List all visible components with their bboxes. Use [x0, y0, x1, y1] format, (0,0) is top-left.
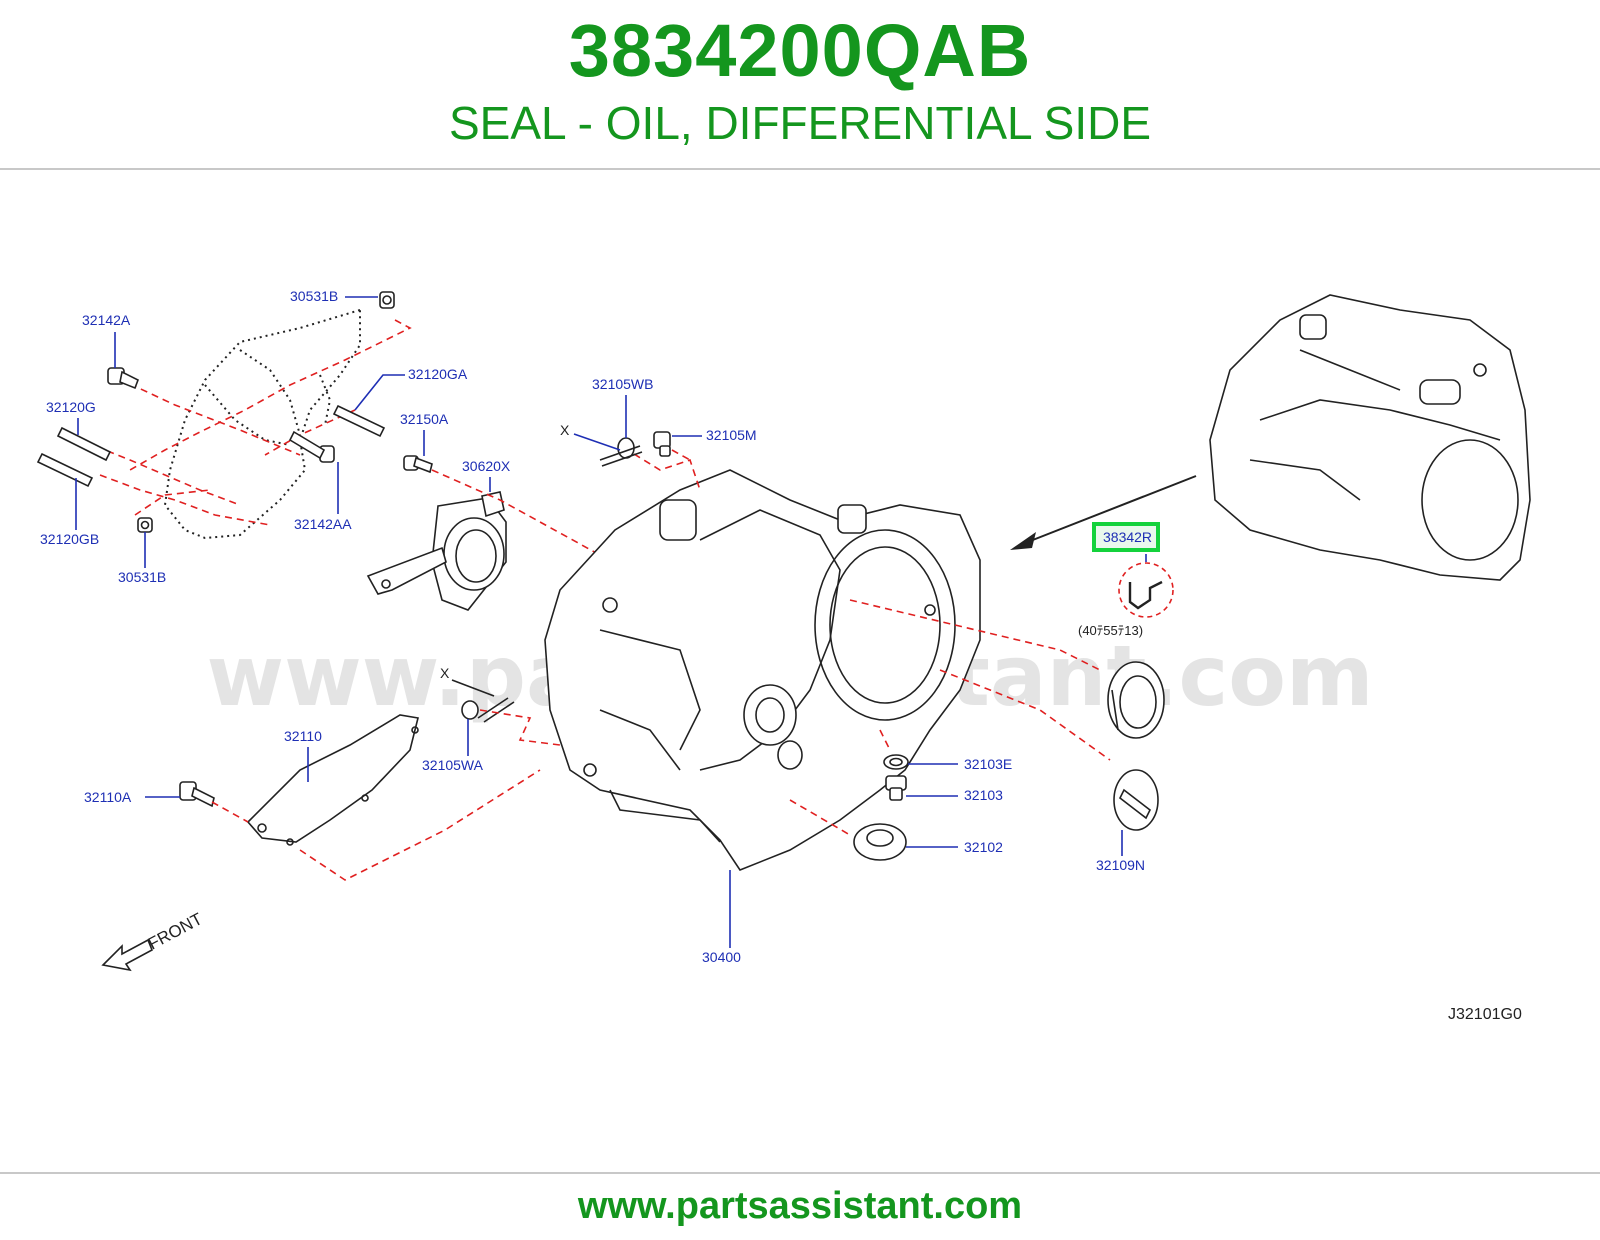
part-label-32105M: 32105M	[706, 427, 757, 443]
label-group: 30531B 32142A 32120GA 32120G 32150A 3062…	[40, 288, 1160, 965]
nut-30531B-bottom-icon	[137, 517, 153, 533]
part-label-32105WA: 32105WA	[422, 757, 484, 773]
part-label-30531B-bottom: 30531B	[118, 569, 166, 585]
seal-32102-icon	[853, 823, 907, 861]
part-label-32142AA: 32142AA	[294, 516, 352, 532]
stud-32120G-icon	[56, 426, 112, 462]
dashed-leader-seal	[849, 599, 1111, 761]
stud-32120GA-icon	[332, 404, 386, 438]
front-label: FRONT	[145, 909, 206, 953]
page-header: 3834200QAB SEAL - OIL, DIFFERENTIAL SIDE	[0, 0, 1600, 170]
plug-32105WA-icon	[461, 700, 479, 720]
dashed-leader-32105WA	[479, 709, 561, 746]
part-description: SEAL - OIL, DIFFERENTIAL SIDE	[448, 97, 1152, 149]
part-label-32109N: 32109N	[1096, 857, 1145, 873]
part-label-32142A: 32142A	[82, 312, 131, 328]
seal-section-callout	[1118, 554, 1174, 618]
part-label-30400: 30400	[702, 949, 741, 965]
bracket-dotted-outline	[163, 308, 361, 540]
transaxle-case-30400-icon	[544, 469, 981, 871]
dashed-leader-cover	[211, 769, 541, 881]
oil-seal-38342R-icon	[1107, 661, 1165, 739]
part-number-title: 3834200QAB	[568, 9, 1032, 92]
front-arrow-icon	[101, 938, 154, 972]
bolt-32142A-icon	[107, 367, 140, 390]
part-label-32103: 32103	[964, 787, 1003, 803]
drain-plug-32103-icon	[885, 775, 907, 801]
bolt-32150A-icon	[403, 455, 433, 474]
footer-url[interactable]: www.partsassistant.com	[577, 1185, 1023, 1227]
washer-32103E-icon	[883, 754, 909, 770]
part-label-30531B-top: 30531B	[290, 288, 338, 304]
part-label-32120GA: 32120GA	[408, 366, 468, 382]
diagram-code: J32101G0	[1448, 1006, 1522, 1023]
bolt-32142AA-icon	[288, 430, 335, 463]
dashed-leader-plugs	[633, 449, 701, 491]
highlighted-part-box[interactable]	[1092, 522, 1160, 552]
x-arrow-mid	[451, 679, 515, 723]
parts-diagram: www.partsassistant.com	[36, 288, 1531, 1023]
part-label-32120G: 32120G	[46, 399, 96, 415]
x-marker-top: X	[560, 422, 570, 438]
part-label-32120GB: 32120GB	[40, 531, 99, 547]
plug-32105M-icon	[653, 431, 671, 457]
part-label-30620X: 30620X	[462, 458, 511, 474]
assembly-arrow	[1010, 475, 1197, 550]
x-marker-mid: X	[440, 665, 450, 681]
footer-divider	[0, 1172, 1600, 1174]
header-divider	[0, 168, 1600, 170]
stud-32120GB-icon	[36, 452, 94, 488]
cover-32110-icon	[246, 714, 419, 846]
part-label-32110: 32110	[284, 728, 322, 744]
transaxle-assembly-icon	[1209, 294, 1531, 581]
nut-30531B-top-icon	[379, 291, 395, 309]
release-bearing-30620X-icon	[366, 491, 507, 611]
seal-size-label: (40ﾃ55ﾃ13)	[1078, 623, 1143, 638]
part-label-32105WB: 32105WB	[592, 376, 653, 392]
bolt-32110A-icon	[179, 781, 215, 808]
part-label-38342R[interactable]: 38342R	[1103, 529, 1152, 545]
x-arrow-top	[573, 433, 643, 467]
dashed-leader-lower	[789, 729, 891, 836]
part-label-32102: 32102	[964, 839, 1003, 855]
part-label-32103E: 32103E	[964, 756, 1012, 772]
dashed-leader-bearing	[431, 469, 601, 556]
cap-32109N-icon	[1113, 769, 1159, 831]
part-label-32150A: 32150A	[400, 411, 449, 427]
part-label-32110A: 32110A	[84, 789, 132, 805]
